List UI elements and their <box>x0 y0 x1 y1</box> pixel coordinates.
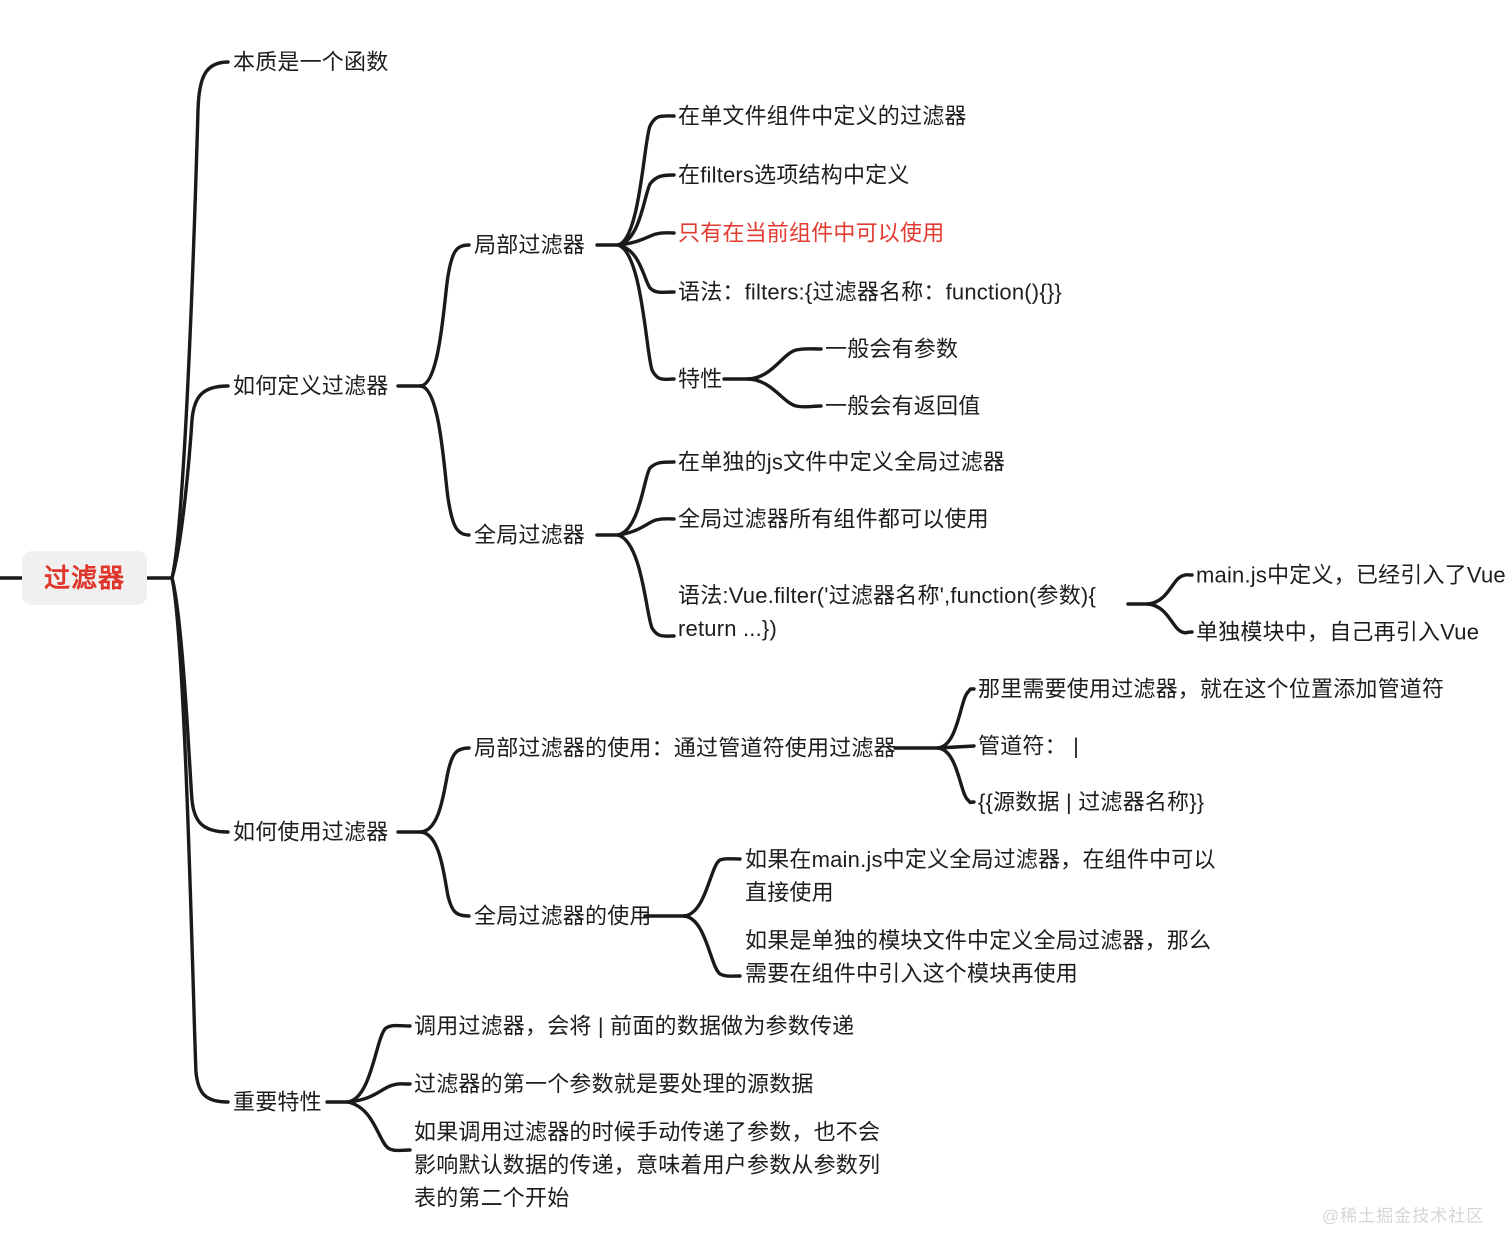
wire-n25-to-n28 <box>346 1100 412 1153</box>
wire-n2-to-n11 <box>418 384 471 537</box>
node-mainjs-direct-use[interactable]: 如果在main.js中定义全局过滤器，在组件中可以 直接使用 <box>745 847 1216 905</box>
wire-n18-to-n21 <box>936 746 976 805</box>
node-separate-module-import-vue[interactable]: 单独模块中，自己再引入Vue <box>1196 619 1480 645</box>
node-global-filter-usage[interactable]: 全局过滤器的使用 <box>474 903 652 929</box>
node-global-syntax[interactable]: 语法:Vue.filter('过滤器名称',function(参数){ retu… <box>678 583 1097 641</box>
wire-n8-to-n10 <box>746 377 823 409</box>
wire-n14-to-n15 <box>1146 573 1194 606</box>
wire-n3-to-n6 <box>616 231 676 247</box>
wire-n17-to-n18 <box>418 746 471 834</box>
wire-n11-to-n12 <box>616 460 676 537</box>
wire-n22-to-n23 <box>682 857 742 918</box>
node-manual-params-start-second[interactable]: 如果调用过滤器的时候手动传递了参数，也不会 影响默认数据的传递，意味着用户参数从… <box>414 1119 881 1211</box>
wire-n18-to-n19 <box>936 687 976 750</box>
node-usually-has-return[interactable]: 一般会有返回值 <box>825 393 981 419</box>
node-important-features[interactable]: 重要特性 <box>233 1089 322 1115</box>
node-pipe-symbol[interactable]: 管道符： | <box>978 733 1080 759</box>
root-node[interactable]: 过滤器 <box>22 551 148 605</box>
node-local-filter[interactable]: 局部过滤器 <box>474 232 586 258</box>
wire-n3-to-n7 <box>616 243 676 295</box>
wire-n22-to-n24 <box>682 914 742 978</box>
wire-n11-to-n14 <box>616 533 676 638</box>
node-pipe-left-as-param[interactable]: 调用过滤器，会将 | 前面的数据做为参数传递 <box>414 1013 855 1039</box>
wire-root-to-n17 <box>170 576 230 834</box>
node-first-param-is-source[interactable]: 过滤器的第一个参数就是要处理的源数据 <box>414 1071 814 1097</box>
node-characteristics[interactable]: 特性 <box>678 366 723 392</box>
node-local-filter-usage[interactable]: 局部过滤器的使用：通过管道符使用过滤器 <box>474 735 896 761</box>
wire-root-to-n2 <box>170 384 230 580</box>
node-local-syntax[interactable]: 语法：filters:{过滤器名称：function(){}} <box>678 279 1062 305</box>
wire-n14-to-n16 <box>1146 602 1194 635</box>
node-essence[interactable]: 本质是一个函数 <box>233 49 389 75</box>
node-define-in-sfc[interactable]: 在单文件组件中定义的过滤器 <box>678 103 967 129</box>
wire-root-to-n1 <box>170 60 230 580</box>
wire-n3-to-n5 <box>616 173 676 247</box>
wire-root-to-n25 <box>170 576 230 1104</box>
node-how-to-define[interactable]: 如何定义过滤器 <box>233 373 389 399</box>
wire-n2-to-n3 <box>418 243 471 388</box>
node-only-current-component[interactable]: 只有在当前组件中可以使用 <box>678 220 945 246</box>
node-module-import-then-use[interactable]: 如果是单独的模块文件中定义全局过滤器，那么 需要在组件中引入这个模块再使用 <box>745 928 1212 986</box>
wire-n25-to-n26 <box>346 1023 412 1104</box>
node-usually-has-params[interactable]: 一般会有参数 <box>825 336 959 362</box>
wire-n3-to-n4 <box>616 114 676 247</box>
node-mainjs-imported-vue[interactable]: main.js中定义，已经引入了Vue <box>1196 562 1506 588</box>
wire-n17-to-n22 <box>418 830 471 918</box>
node-how-to-use[interactable]: 如何使用过滤器 <box>233 819 389 845</box>
node-interpolation-syntax[interactable]: {{源数据 | 过滤器名称}} <box>978 789 1205 815</box>
node-add-pipe-where-needed[interactable]: 那里需要使用过滤器，就在这个位置添加管道符 <box>978 676 1445 702</box>
wire-n3-to-n8 <box>616 243 676 382</box>
wire-n11-to-n13 <box>616 517 676 537</box>
wire-n8-to-n9 <box>746 347 823 381</box>
node-global-all-components[interactable]: 全局过滤器所有组件都可以使用 <box>678 506 989 532</box>
wire-n25-to-n27 <box>346 1082 412 1104</box>
watermark: @稀土掘金技术社区 <box>1322 1206 1485 1226</box>
wire-n18-to-n20 <box>936 744 976 750</box>
node-global-filter[interactable]: 全局过滤器 <box>474 522 586 548</box>
node-define-in-filters-option[interactable]: 在filters选项结构中定义 <box>678 162 910 188</box>
node-define-in-js-file[interactable]: 在单独的js文件中定义全局过滤器 <box>678 449 1006 475</box>
